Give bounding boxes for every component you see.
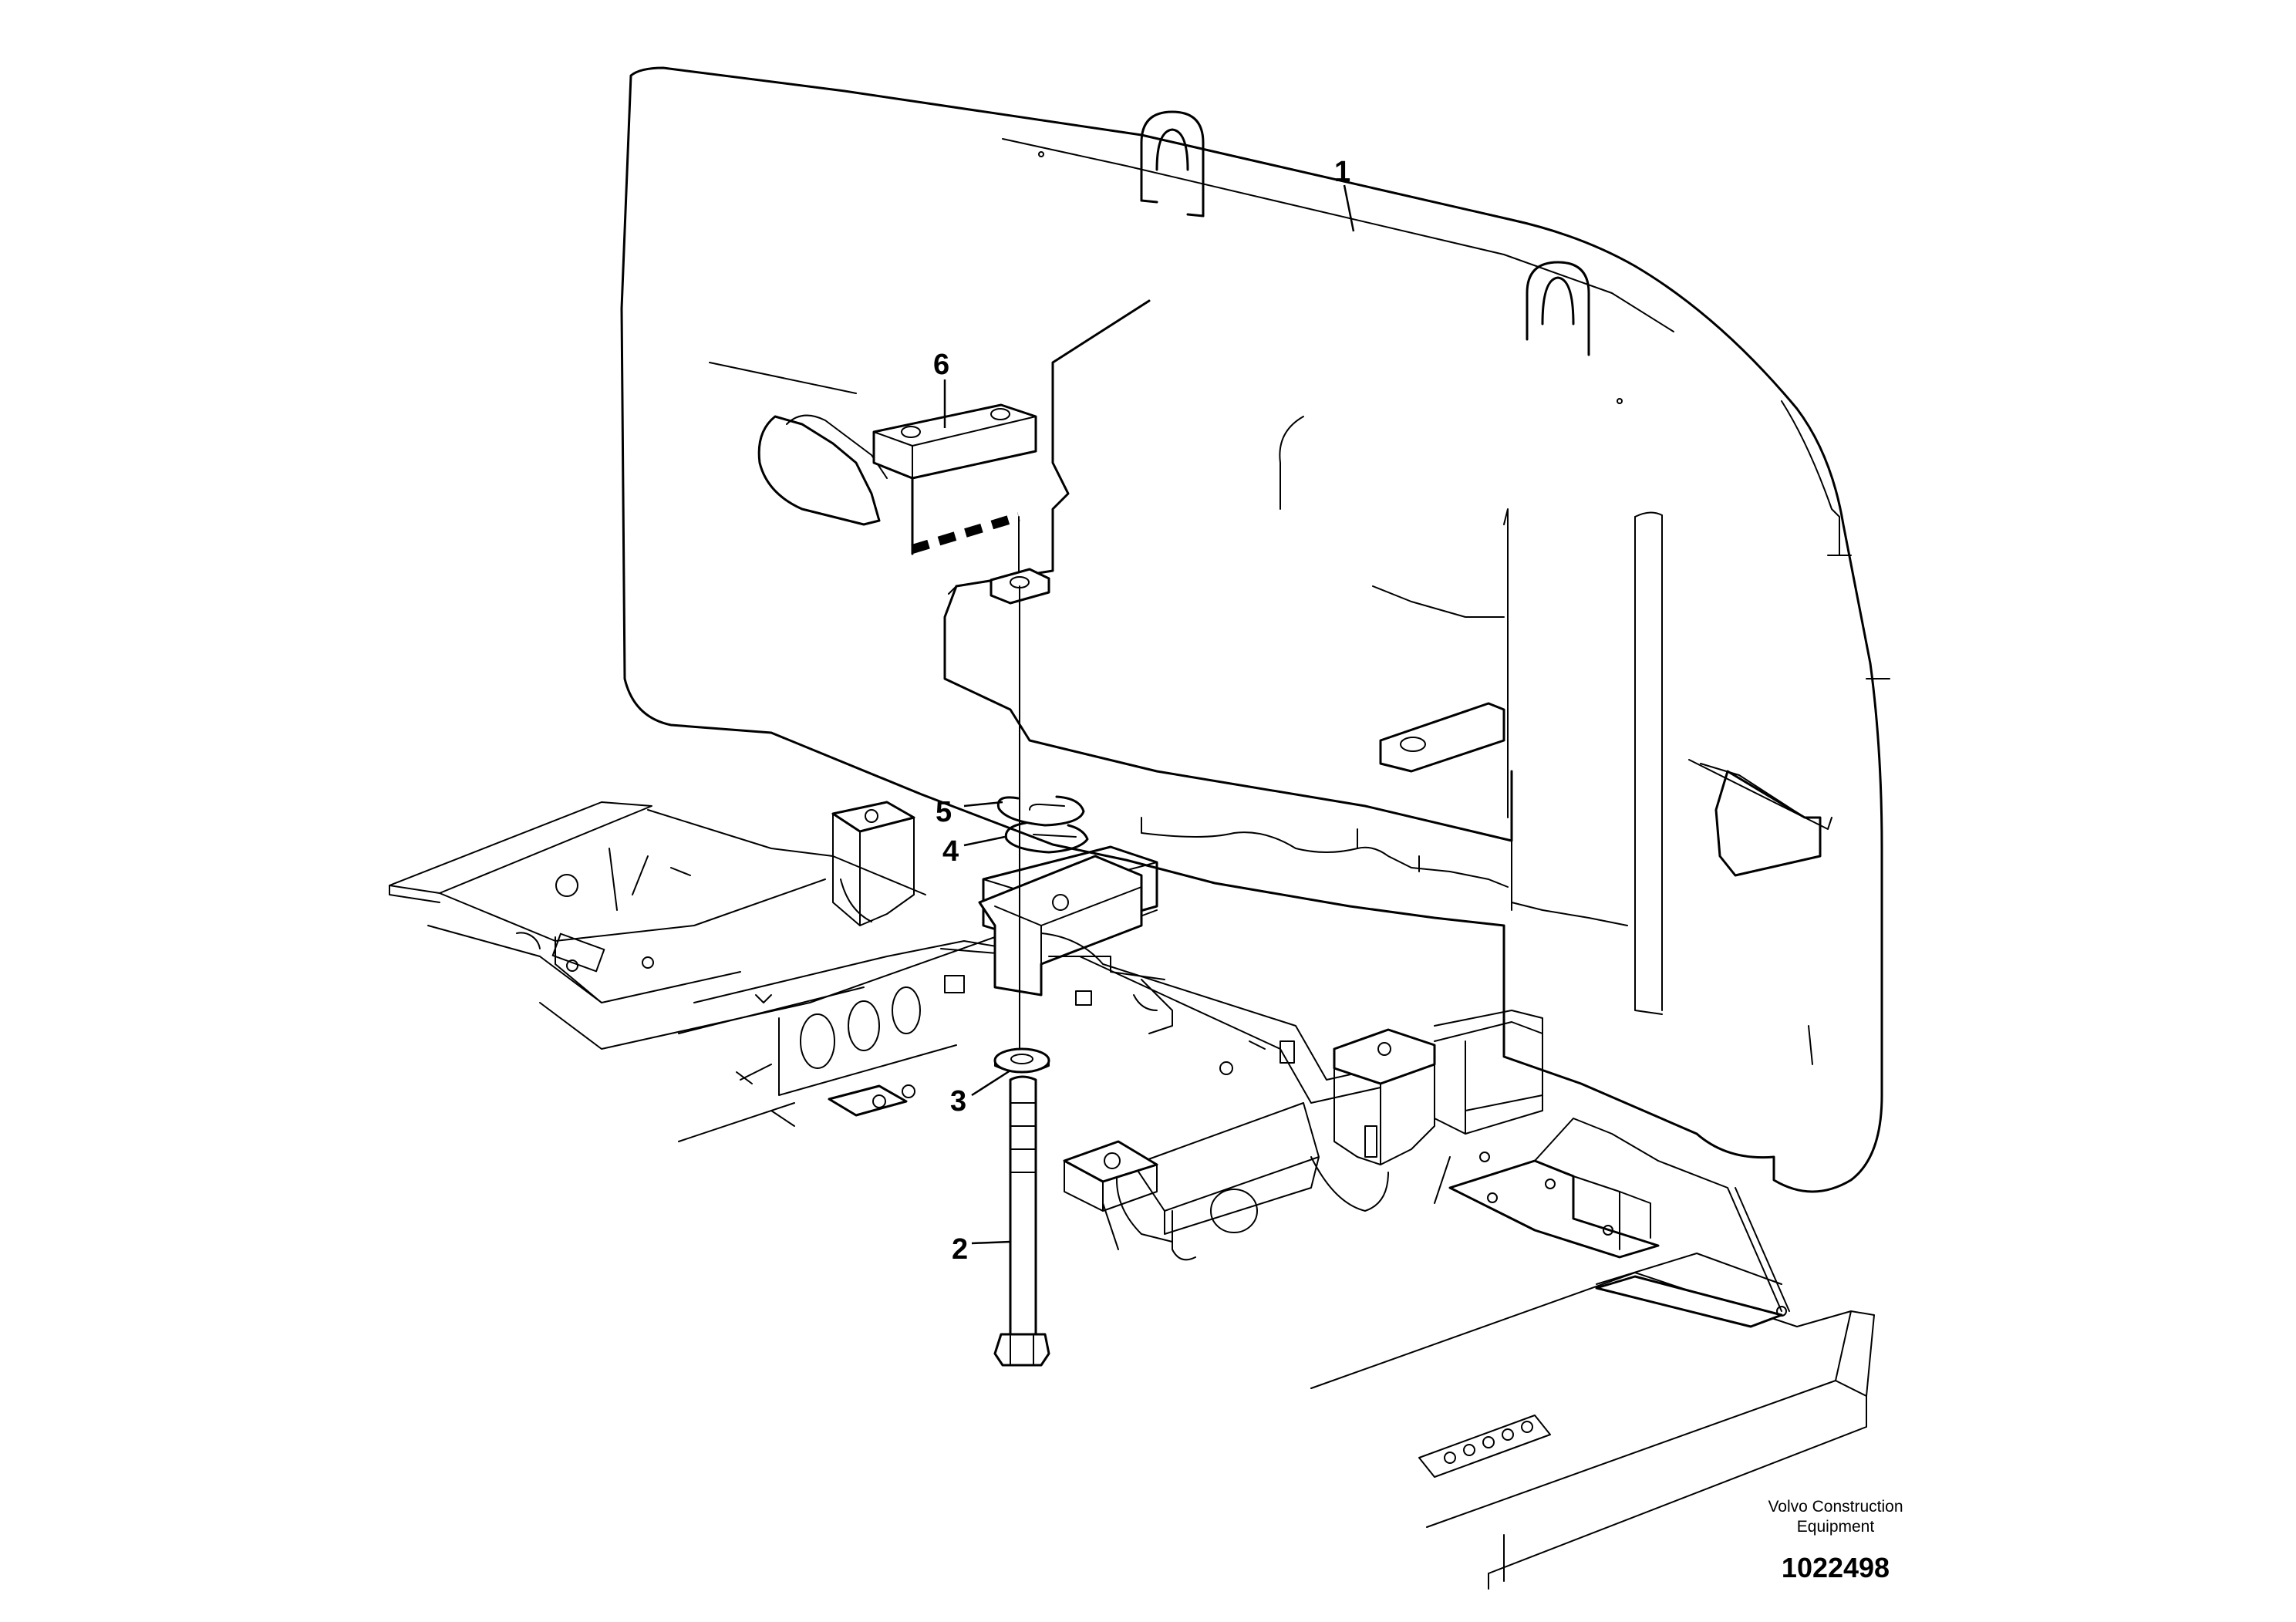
retaining-plate-part-6 xyxy=(872,403,1050,605)
bolt-part-2 xyxy=(993,1075,1050,1367)
washer-part-3 xyxy=(993,1047,1050,1074)
callout-label-3: 3 xyxy=(950,1085,966,1118)
leader-2 xyxy=(971,1240,1011,1245)
shim-part-5 xyxy=(996,795,1085,827)
shim-part-4 xyxy=(1004,821,1089,854)
leader-1 xyxy=(1343,184,1355,232)
counterweight-part-1 xyxy=(620,66,1890,1193)
leader-4 xyxy=(963,835,1006,847)
callout-label-2: 2 xyxy=(952,1233,968,1266)
leader-5 xyxy=(963,801,1003,808)
machine-frame xyxy=(389,801,1875,1590)
leader-3 xyxy=(971,1069,1011,1097)
callout-label-6: 6 xyxy=(933,349,949,381)
company-name-line2: Equipment xyxy=(1797,1518,1875,1536)
callout-label-1: 1 xyxy=(1334,156,1350,188)
callout-label-5: 5 xyxy=(936,796,952,828)
callout-label-4: 4 xyxy=(942,835,959,868)
company-name-line1: Volvo Construction xyxy=(1768,1498,1903,1516)
callout-leaders xyxy=(943,184,1355,1245)
drawing-number: 1022498 xyxy=(1782,1552,1890,1583)
